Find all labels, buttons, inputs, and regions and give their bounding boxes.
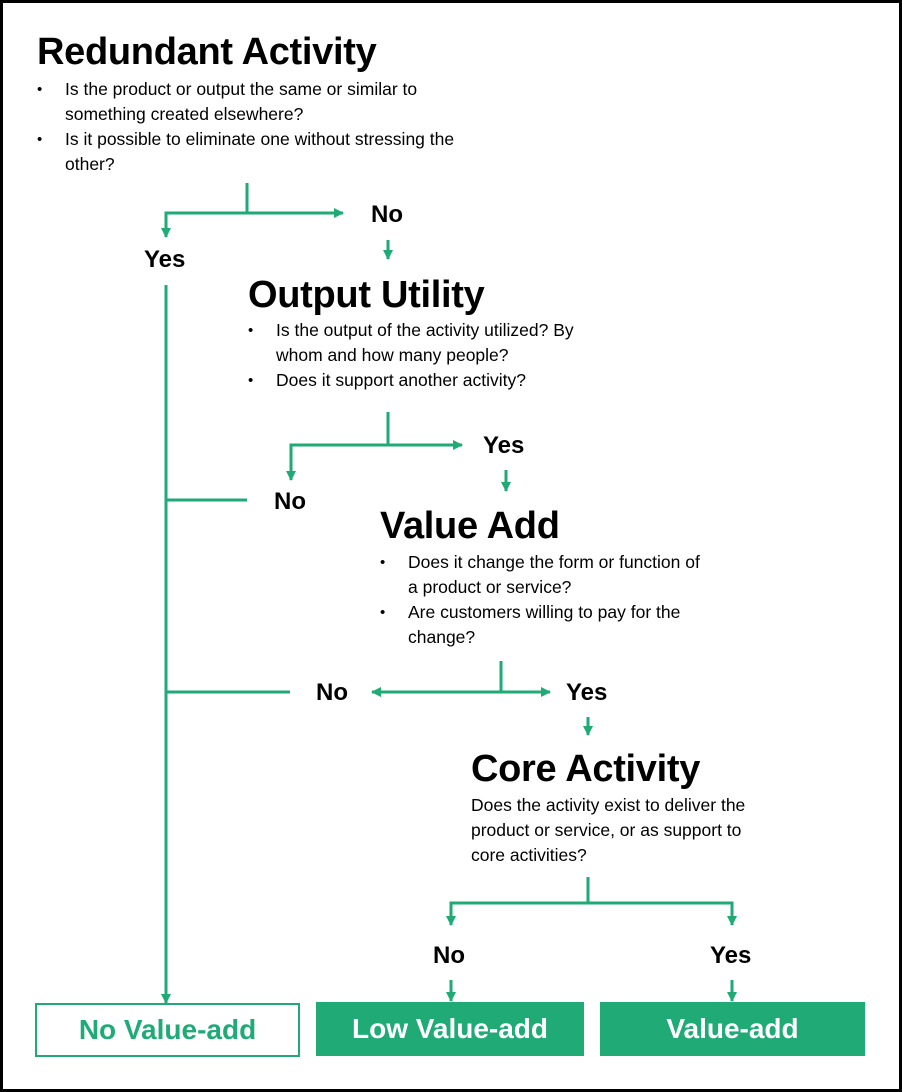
value-add-question-1: Does it change the form or function of a… (380, 550, 710, 600)
arrow-redundant-yes (161, 211, 247, 238)
core-activity-question: Does the activity exist to deliver the p… (471, 795, 746, 865)
value-add-question-2: Are customers willing to pay for the cha… (380, 600, 710, 650)
value-add-no-label: No (316, 679, 348, 706)
redundant-yes-label: Yes (144, 246, 186, 273)
core-yes-label: Yes (710, 942, 752, 969)
value-add-title: Value Add (380, 505, 560, 547)
redundant-activity-title: Redundant Activity (37, 31, 377, 73)
output-utility-questions: Is the output of the activity utilized? … (248, 318, 608, 393)
utility-yes-label: Yes (483, 432, 525, 459)
outcome-no-value-add: No Value-add (35, 1003, 300, 1057)
output-utility-title: Output Utility (248, 274, 485, 316)
outcome-value-add: Value-add (600, 1002, 865, 1056)
utility-question-2: Does it support another activity? (248, 368, 608, 393)
redundant-no-label: No (371, 201, 403, 228)
arrow-core-yes (588, 901, 737, 926)
utility-question-1: Is the output of the activity utilized? … (248, 318, 608, 368)
value-add-questions: Does it change the form or function of a… (380, 550, 710, 650)
value-add-yes-label: Yes (566, 679, 608, 706)
redundant-activity-questions: Is the product or output the same or sim… (37, 77, 497, 177)
utility-no-label: No (274, 488, 306, 515)
outcome-low-value-add: Low Value-add (316, 1002, 584, 1056)
core-activity-title: Core Activity (471, 748, 701, 790)
redundant-question-1: Is the product or output the same or sim… (37, 77, 497, 127)
redundant-question-2: Is it possible to eliminate one without … (37, 127, 497, 177)
arrow-core-no (446, 901, 588, 926)
core-no-label: No (433, 942, 465, 969)
arrow-utility-no (286, 443, 388, 481)
